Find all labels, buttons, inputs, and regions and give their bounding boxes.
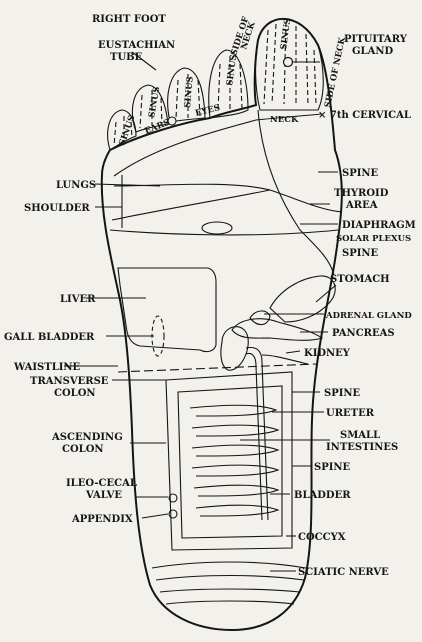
label-adrenal-gland: ADRENAL GLAND xyxy=(325,311,412,321)
solar-plexus-ellipse xyxy=(202,222,232,234)
label-appendix: APPENDIX xyxy=(71,514,133,525)
label-cervical: × 7th CERVICAL xyxy=(318,110,411,121)
label-small-2: INTESTINES xyxy=(326,442,398,453)
label-diaphragm: DIAPHRAGM xyxy=(342,220,416,231)
label-shoulder: SHOULDER xyxy=(24,203,90,214)
label-eustachian-1: EUSTACHIAN xyxy=(98,40,175,51)
label-transverse-2: COLON xyxy=(54,388,96,399)
colon-outer xyxy=(166,372,292,550)
kidney-lines xyxy=(262,355,308,364)
label-spine-3: SPINE xyxy=(324,388,361,399)
label-spine-4: SPINE xyxy=(314,462,351,473)
labels: EUSTACHIAN TUBE SIDE OF NECK SIDE OF NEC… xyxy=(4,15,416,578)
label-small-1: SMALL xyxy=(340,430,380,441)
label-sinus-2: SINUS xyxy=(225,54,239,87)
label-sinus-big: SINUS xyxy=(279,18,293,51)
label-sinus-3: SINUS xyxy=(183,76,196,108)
label-bladder: BLADDER xyxy=(294,490,351,501)
heel-lines xyxy=(152,562,306,604)
label-side-neck-right: SIDE OF NECK xyxy=(323,36,348,109)
waistline-dashed xyxy=(118,364,316,372)
label-solar-plexus: SOLAR PLEXUS xyxy=(336,234,411,244)
label-transverse-1: TRANSVERSE xyxy=(30,376,109,387)
label-ileo-cecal-1: ILEO-CECAL xyxy=(66,478,137,489)
label-ears: EARS xyxy=(143,118,171,137)
label-coccyx: COCCYX xyxy=(298,532,346,543)
label-lungs: LUNGS xyxy=(56,180,96,191)
label-ascending-2: COLON xyxy=(62,444,104,455)
label-ileo-cecal-2: VALVE xyxy=(85,490,122,501)
label-pituitary-2: GLAND xyxy=(352,46,393,57)
label-gall-bladder: GALL BLADDER xyxy=(4,332,95,343)
label-kidney: KIDNEY xyxy=(304,348,351,359)
label-sinus-4: SINUS xyxy=(147,86,162,119)
liver-region xyxy=(118,268,216,352)
pituitary-dot xyxy=(284,58,293,67)
diaphragm-line-left xyxy=(112,190,270,220)
label-sinus-5: SINUS xyxy=(117,114,137,147)
label-spine-top: SPINE xyxy=(342,168,379,179)
label-thyroid-1: THYROID xyxy=(334,188,389,199)
label-ascending-1: ASCENDING xyxy=(51,432,123,443)
label-spine-2: SPINE xyxy=(342,248,379,259)
label-eustachian-2: TUBE xyxy=(110,52,143,63)
adrenal-gland xyxy=(250,311,270,325)
label-pancreas: PANCREAS xyxy=(332,328,395,339)
spine-line xyxy=(258,110,334,275)
diagram-title: RIGHT FOOT xyxy=(92,14,166,25)
label-neck: NECK xyxy=(270,115,299,125)
pancreas-region xyxy=(232,319,322,341)
label-ureter: URETER xyxy=(326,408,375,419)
label-waistline: WAISTLINE xyxy=(13,362,81,373)
label-liver: LIVER xyxy=(60,294,96,305)
label-stomach: STOMACH xyxy=(330,274,390,285)
label-sciatic: SCIATIC NERVE xyxy=(298,567,389,578)
label-thyroid-2: AREA xyxy=(345,200,378,211)
label-pituitary-1: PITUITARY xyxy=(344,34,408,45)
